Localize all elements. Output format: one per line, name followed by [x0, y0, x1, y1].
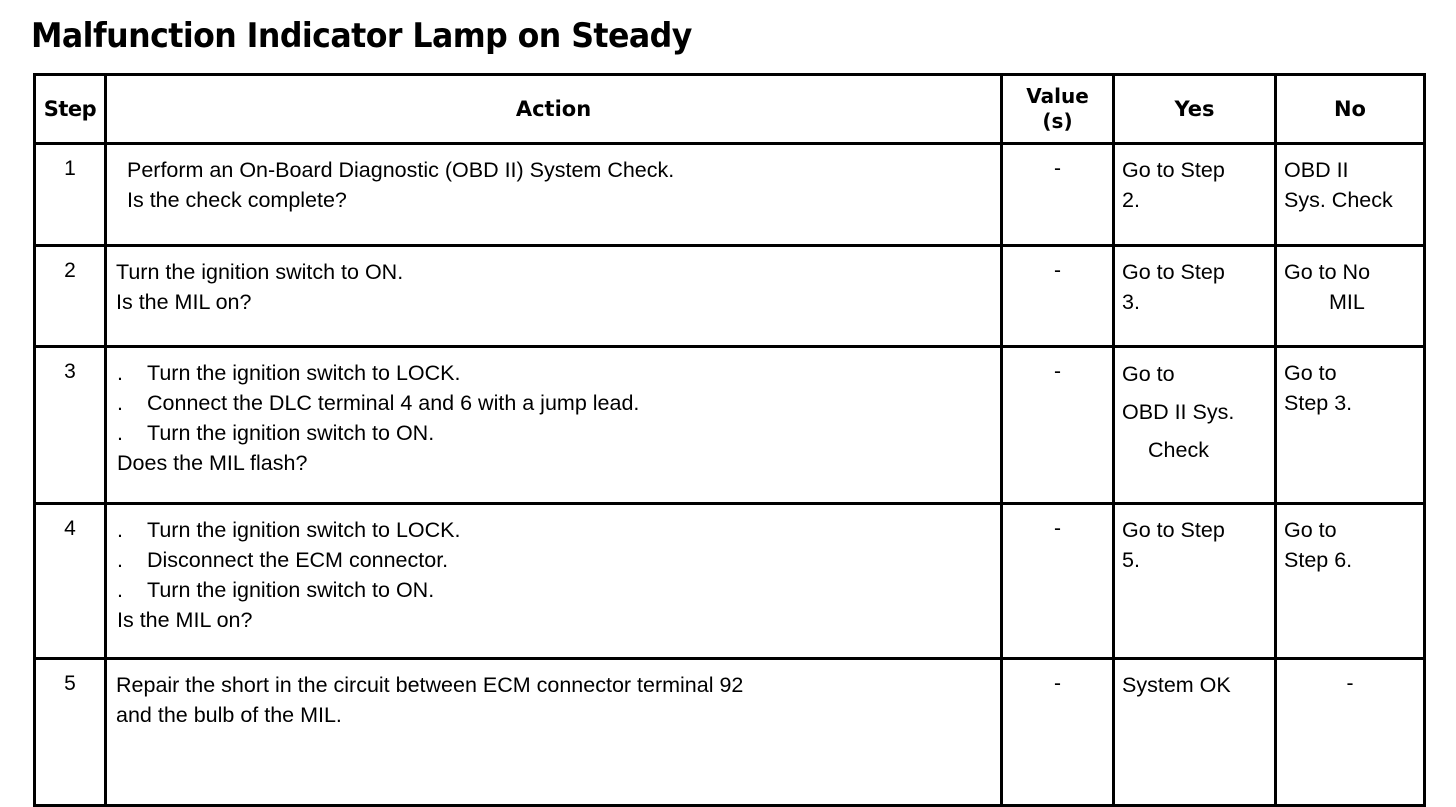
action-bullet-item: . Turn the ignition switch to LOCK.: [116, 515, 994, 545]
yes-line: Go to Step: [1122, 158, 1225, 182]
no-line: Step 3.: [1284, 391, 1353, 415]
no-line: Go to No: [1284, 260, 1371, 284]
diagnostic-steps-table: Step Action Value (s) Yes No 1 Perform a…: [33, 73, 1426, 807]
row-yes-cell: Go to Step 3.: [1112, 244, 1277, 348]
action-line: Is the check complete?: [127, 188, 347, 212]
bullet-marker-icon: .: [117, 361, 123, 385]
row-value-cell: -: [1000, 657, 1115, 807]
action-question: Is the MIL on?: [117, 608, 253, 632]
row-action-cell: . Turn the ignition switch to LOCK. . Co…: [104, 345, 1003, 505]
row-yes-cell: Go to Step 5.: [1112, 502, 1277, 660]
action-line: Turn the ignition switch to ON.: [116, 260, 404, 284]
yes-line: 3.: [1122, 290, 1140, 314]
diagnostic-table-page: Malfunction Indicator Lamp on Steady Ste…: [31, 16, 1426, 807]
row-no-cell: Go to Step 6.: [1274, 502, 1426, 660]
column-header-value-line1: Value: [1026, 84, 1089, 108]
row-value-cell: -: [1000, 345, 1115, 505]
no-line: Sys. Check: [1284, 188, 1393, 212]
row-step-number: 2: [33, 244, 107, 348]
table-row: 5 Repair the short in the circuit betwee…: [33, 657, 1426, 807]
row-yes-cell: Go to OBD II Sys. Check: [1112, 345, 1277, 505]
no-line: Go to: [1284, 518, 1337, 542]
row-value-cell: -: [1000, 142, 1115, 247]
row-value-cell: -: [1000, 502, 1115, 660]
table-row: 2 Turn the ignition switch to ON. Is the…: [33, 244, 1426, 348]
row-action-cell: . Turn the ignition switch to LOCK. . Di…: [104, 502, 1003, 660]
action-bullet-text: Disconnect the ECM connector.: [147, 548, 449, 572]
action-bullet-text: Turn the ignition switch to LOCK.: [147, 518, 461, 542]
column-header-step: Step: [33, 73, 107, 145]
row-step-number: 4: [33, 502, 107, 660]
table-row: 4 . Turn the ignition switch to LOCK. . …: [33, 502, 1426, 660]
row-yes-cell: System OK: [1112, 657, 1277, 807]
action-bullet-item: . Connect the DLC terminal 4 and 6 with …: [116, 388, 994, 418]
action-bullet-item: . Disconnect the ECM connector.: [116, 545, 994, 575]
action-bullet-text: Turn the ignition switch to ON.: [147, 578, 435, 602]
row-action-cell: Repair the short in the circuit between …: [104, 657, 1003, 807]
bullet-marker-icon: .: [117, 548, 123, 572]
no-line: MIL: [1329, 290, 1365, 314]
action-bullet-item: . Turn the ignition switch to LOCK.: [116, 358, 994, 388]
row-no-cell: OBD II Sys. Check: [1274, 142, 1426, 247]
row-action-cell: Perform an On-Board Diagnostic (OBD II) …: [104, 142, 1003, 247]
action-line: Is the MIL on?: [116, 290, 252, 314]
row-step-number: 1: [33, 142, 107, 247]
row-no-cell: Go to Step 3.: [1274, 345, 1426, 505]
action-bullet-text: Turn the ignition switch to ON.: [147, 421, 435, 445]
yes-line: Check: [1148, 438, 1209, 462]
no-line: Step 6.: [1284, 548, 1353, 572]
action-bullet-text: Connect the DLC terminal 4 and 6 with a …: [147, 391, 640, 415]
yes-line: 2.: [1122, 188, 1140, 212]
column-header-value-line2: (s): [1042, 109, 1073, 133]
yes-line: Go to: [1122, 362, 1175, 386]
action-question: Does the MIL flash?: [117, 451, 308, 475]
action-bullet-item: . Turn the ignition switch to ON.: [116, 575, 994, 605]
bullet-marker-icon: .: [117, 518, 123, 542]
no-line: OBD II: [1284, 158, 1349, 182]
action-bullet-text: Turn the ignition switch to LOCK.: [147, 361, 461, 385]
bullet-marker-icon: .: [117, 391, 123, 415]
column-header-action: Action: [104, 73, 1003, 145]
page-title: Malfunction Indicator Lamp on Steady: [31, 16, 692, 56]
bullet-marker-icon: .: [117, 578, 123, 602]
column-header-value: Value (s): [1000, 73, 1115, 145]
yes-line: 5.: [1122, 548, 1140, 572]
row-yes-cell: Go to Step 2.: [1112, 142, 1277, 247]
yes-line: Go to Step: [1122, 518, 1225, 542]
action-bullet-item: . Turn the ignition switch to ON.: [116, 418, 994, 448]
row-action-cell: Turn the ignition switch to ON. Is the M…: [104, 244, 1003, 348]
action-line: and the bulb of the MIL.: [116, 703, 342, 727]
row-no-cell: Go to No MIL: [1274, 244, 1426, 348]
action-line: Repair the short in the circuit between …: [116, 673, 744, 697]
column-header-no: No: [1274, 73, 1426, 145]
yes-line: Go to Step: [1122, 260, 1225, 284]
yes-line: OBD II Sys.: [1122, 400, 1235, 424]
table-header-row: Step Action Value (s) Yes No: [33, 73, 1426, 145]
action-line: Perform an On-Board Diagnostic (OBD II) …: [127, 158, 675, 182]
yes-line: System OK: [1122, 673, 1231, 697]
row-value-cell: -: [1000, 244, 1115, 348]
column-header-yes: Yes: [1112, 73, 1277, 145]
table-row: 1 Perform an On-Board Diagnostic (OBD II…: [33, 142, 1426, 247]
table-row: 3 . Turn the ignition switch to LOCK. . …: [33, 345, 1426, 505]
bullet-marker-icon: .: [117, 421, 123, 445]
row-step-number: 3: [33, 345, 107, 505]
no-line: Go to: [1284, 361, 1337, 385]
row-no-cell: -: [1274, 657, 1426, 807]
row-step-number: 5: [33, 657, 107, 807]
